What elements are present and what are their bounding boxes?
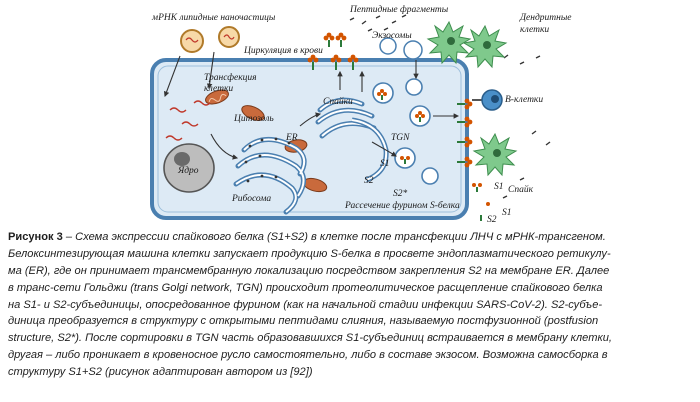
dendritic-cell-icon [472, 132, 518, 177]
label-s2: S2 [364, 176, 374, 186]
dendritic-cell-icon [426, 20, 472, 65]
label-exosomes: Экзосомы [372, 31, 412, 41]
label-b-cells: В-клетки [505, 95, 543, 105]
caption-line: в транс-сети Гольджи (trans Golgi networ… [8, 281, 603, 294]
label-spikes: Спайки [323, 96, 353, 107]
exosome-icons [379, 37, 423, 60]
caption-line: – Схема экспрессии спайкового белка (S1+… [62, 231, 606, 243]
label-tgn: TGN [391, 133, 410, 143]
label-cytosol: Цитозоль [233, 114, 274, 124]
caption-figure-number: Рисунок 3 [8, 231, 63, 243]
lnp-particle-icon [218, 26, 240, 48]
vesicles [372, 78, 439, 185]
spike-proteins [307, 54, 473, 168]
label-dendritic-1: Дендритные [519, 12, 572, 23]
process-arrows [163, 51, 460, 160]
label-s1-outside: S1 [494, 182, 504, 192]
label-spike: Спайк [508, 184, 534, 195]
figure-illustration: мРНК липидные наночастицы Пептидные фраг… [150, 4, 572, 225]
dendritic-cell-icon [462, 24, 508, 69]
caption-line: на S1- и S2-субъединицы, опосредованное … [8, 298, 603, 311]
caption-line: ма (ER), где он принимает трансмембранну… [8, 264, 610, 277]
caption-line: Белоксинтезирующая машина клетки запуска… [8, 247, 611, 260]
free-s1-s2-subunits [472, 183, 490, 221]
label-transfection-2: клетки [204, 84, 233, 94]
mitochondrion-icon [241, 105, 265, 121]
label-nucleus: Ядро [177, 165, 199, 176]
caption-line: структуру S1+S2 (рисунок адаптирован авт… [8, 366, 313, 379]
b-cell-icon [472, 89, 503, 111]
label-transfection-1: Трансфекция [204, 72, 257, 83]
label-s1: S1 [380, 159, 390, 169]
mrna-strands [165, 100, 211, 141]
label-s2-bottom: S2 [487, 215, 497, 225]
cell-diagram: мРНК липидные наночастицы Пептидные фраг… [150, 4, 572, 225]
label-furin: Рассечение фурином S-белка [344, 200, 460, 211]
label-peptides: Пептидные фрагменты [349, 4, 449, 15]
figure-caption: Рисунок 3 – Схема экспрессии спайкового … [8, 229, 694, 381]
mitochondrion-icon [205, 89, 229, 105]
label-ribosome: Рибосома [231, 193, 271, 204]
caption-line: диница преобразуется в структуру с откры… [8, 315, 599, 328]
peptide-fragments [349, 14, 551, 199]
caption-line: другая – либо проникает в кровеносное ру… [8, 349, 608, 362]
ribosome-dots [244, 137, 291, 183]
caption-line: structure, S2*). После сортировки в TGN … [8, 332, 612, 345]
label-s1-bottom: S1 [502, 208, 512, 218]
label-lnp: мРНК липидные наночастицы [151, 12, 276, 23]
extracellular-spikes [323, 32, 347, 47]
label-dendritic-2: клетки [520, 25, 549, 35]
lnp-particle-icon [180, 29, 204, 53]
label-circulation: Циркуляция в крови [243, 46, 323, 56]
label-er: ER [285, 133, 298, 143]
label-s2-star: S2* [393, 189, 408, 199]
